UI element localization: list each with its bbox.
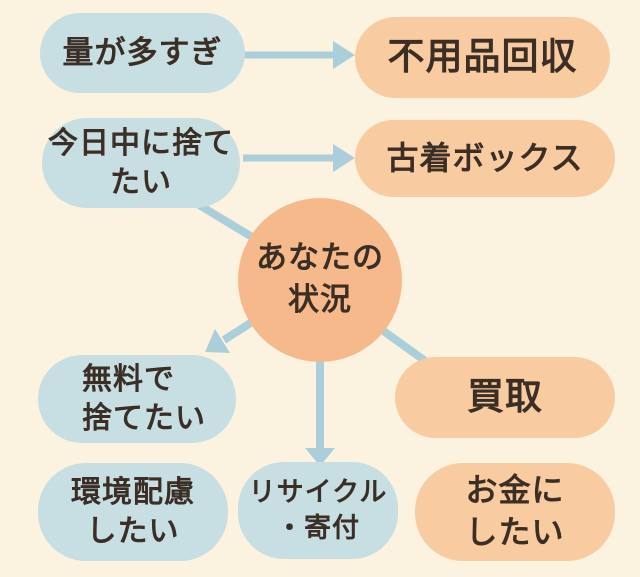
- node-your-situation: あなたの 状況: [238, 198, 402, 362]
- node-dispose-free: 無料で 捨てたい: [38, 355, 236, 443]
- node-used-clothes-box: 古着ボックス: [355, 120, 615, 197]
- node-buyback: 買取: [395, 357, 615, 438]
- arrowhead-junk-collection: [333, 41, 355, 69]
- node-your-situation-line2: 状況: [288, 282, 352, 318]
- node-recycle-donate-line2: ・寄付: [276, 512, 360, 544]
- node-dispose-free-line2: 捨てたい: [82, 401, 206, 436]
- node-make-money-line1: お金に: [465, 471, 565, 510]
- node-eco-friendly-line1: 環境配慮: [71, 475, 195, 510]
- node-too-much-label: 量が多すぎ: [62, 34, 223, 71]
- arrowhead-used-clothes-box: [333, 144, 355, 172]
- node-eco-friendly: 環境配慮 したい: [38, 463, 228, 561]
- node-recycle-donate: リサイクル ・寄付: [238, 462, 398, 559]
- node-junk-collection-label: 不用品回収: [387, 35, 578, 79]
- arrowhead-recycle-donate: [305, 448, 335, 466]
- node-used-clothes-box-label: 古着ボックス: [386, 138, 584, 177]
- arrowhead-dispose-free: [205, 329, 230, 353]
- node-dispose-today: 今日中に捨て たい: [42, 118, 240, 208]
- node-recycle-donate-line1: リサイクル: [248, 477, 388, 509]
- node-dispose-today-line1: 今日中に捨て: [48, 126, 234, 161]
- node-dispose-free-line1: 無料で: [82, 362, 175, 397]
- node-buyback-label: 買取: [467, 375, 543, 419]
- node-eco-friendly-line2: したい: [86, 514, 180, 549]
- node-make-money: お金に したい: [415, 463, 615, 561]
- node-too-much: 量が多すぎ: [40, 13, 245, 93]
- node-dispose-today-line2: たい: [110, 165, 172, 200]
- edge-your-situation-to-buyback: [375, 323, 431, 367]
- node-junk-collection: 不用品回収: [355, 17, 610, 98]
- node-your-situation-line1: あなたの: [256, 240, 384, 277]
- node-make-money-line2: したい: [465, 513, 565, 551]
